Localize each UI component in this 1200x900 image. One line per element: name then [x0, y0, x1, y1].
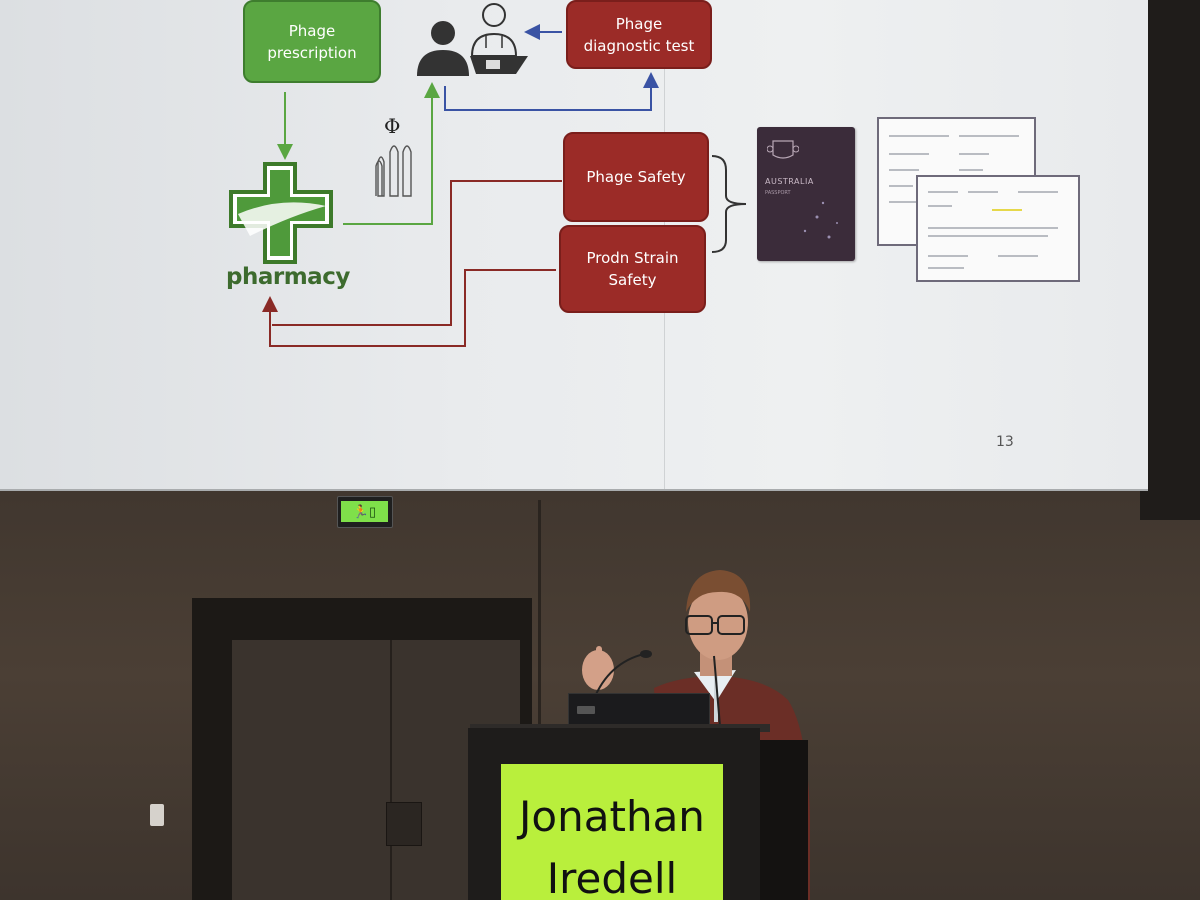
phage-safety-box: Phage Safety: [563, 132, 709, 222]
projection-screen: Phage prescription Phage diagnostic test…: [0, 0, 1148, 491]
speaker-last-name: Iredell: [546, 854, 678, 900]
wall-seam: [538, 500, 541, 730]
vials-icon: [375, 145, 412, 197]
slide-diagram: [229, 3, 747, 347]
lectern-side: [760, 740, 808, 900]
arrow-clinician-to-diagnostic: [444, 72, 659, 111]
certificate-document-front: [916, 175, 1080, 282]
prodn-strain-safety-box: Prodn Strain Safety: [559, 225, 706, 313]
arrow-phage-safety-to-pharmacy: [272, 180, 562, 326]
laptop-icon: [470, 56, 528, 74]
bracket: [711, 155, 747, 253]
pharmacy-cross-icon: [229, 162, 333, 264]
arrow-strain-safety-to-pharmacy: [262, 269, 556, 347]
passport-image: AUSTRALIA PASSPORT: [757, 127, 855, 261]
right-wall: [1140, 0, 1200, 520]
exit-sign: 🏃▯: [337, 496, 393, 528]
door-handle: [386, 802, 422, 846]
laptop: [568, 693, 710, 729]
speaker-first-name: Jonathan: [519, 792, 705, 841]
laptop-logo-icon: [577, 706, 595, 714]
slide-page-number: 13: [996, 434, 1014, 450]
doctor-icon: [470, 3, 518, 57]
coat-of-arms-icon: [767, 140, 799, 159]
door-split: [390, 640, 392, 900]
passport-stars: [803, 201, 838, 239]
running-man-exit-icon: 🏃▯: [341, 501, 388, 522]
phage-diagnostic-test-box: Phage diagnostic test: [566, 0, 712, 69]
pharmacy-label: pharmacy: [226, 264, 350, 290]
wall-switch: [150, 804, 164, 826]
phage-prescription-box: Phage prescription: [243, 0, 381, 83]
patient-icon: [417, 21, 469, 76]
passport-country: AUSTRALIA: [765, 177, 814, 186]
passport-subtitle: PASSPORT: [765, 190, 791, 196]
arrow-pharmacy-to-clinician: [343, 82, 440, 225]
speaker-name-plate: Jonathan Iredell: [501, 764, 723, 900]
phi-symbol: Φ: [384, 114, 401, 138]
